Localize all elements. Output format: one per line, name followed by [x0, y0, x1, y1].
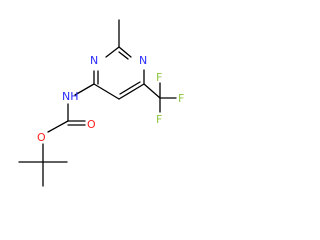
atom-labels: N N NH O O F F F — [37, 54, 184, 144]
bond-c2-n1 — [118, 46, 132, 58]
bond-carbonyl-oester — [47, 120, 69, 133]
bond-c4-nh — [74, 83, 95, 96]
chemical-structure: N N NH O O F F F — [18, 19, 184, 187]
bond-c5-c6 — [118, 83, 145, 100]
ring-bonds — [93, 46, 145, 100]
atom-n-ring-left: N — [90, 54, 98, 67]
substituent-bonds — [18, 19, 177, 187]
atom-nh: NH — [62, 90, 79, 103]
bond-c2-n3 — [105, 46, 120, 58]
bond-c4-c5 — [93, 83, 120, 100]
atom-f-top: F — [156, 71, 162, 84]
atom-o-carbonyl: O — [87, 118, 96, 131]
atom-o-ester: O — [37, 131, 46, 144]
bond-c6-cf3 — [143, 83, 161, 99]
atom-f-right: F — [178, 92, 184, 105]
bond-c5-c6-double — [119, 81, 141, 95]
atom-f-bottom: F — [156, 113, 162, 126]
atom-n-ring-top: N — [139, 54, 147, 67]
bond-c2-n1-double — [118, 51, 129, 60]
